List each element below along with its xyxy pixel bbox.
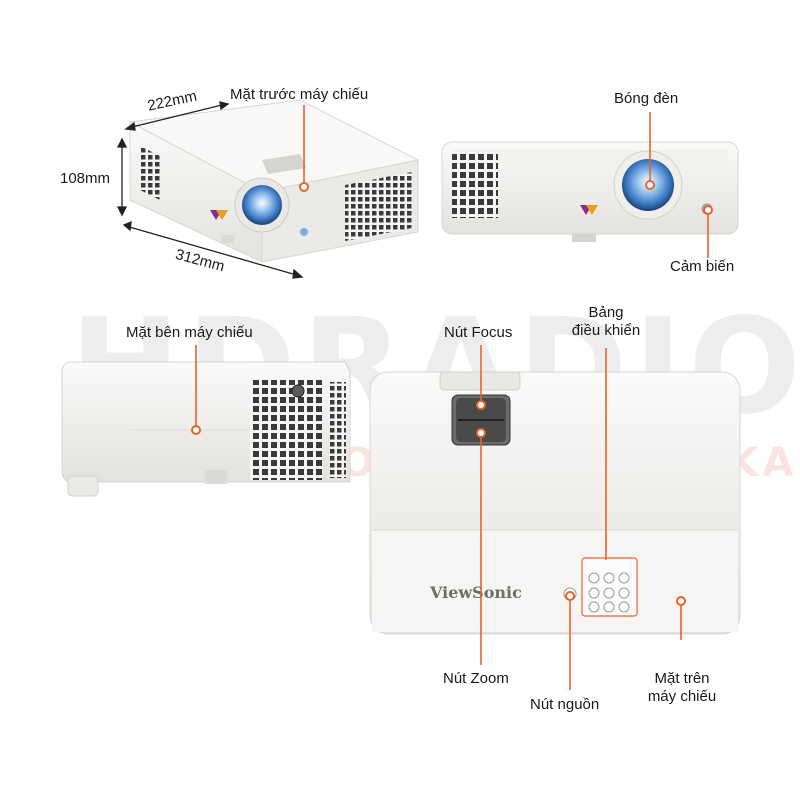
label-lamp: Bóng đèn xyxy=(614,90,679,107)
label-power-button: Nút nguồn xyxy=(530,696,600,713)
label-focus-button: Nút Focus xyxy=(444,324,513,341)
label-control-panel: Bảng điều khiển xyxy=(560,304,652,340)
label-sensor: Cảm biến xyxy=(670,258,735,275)
projector-isometric-view xyxy=(128,99,420,263)
projector-side-view xyxy=(61,361,351,497)
brand-on-device: ViewSonic xyxy=(429,583,522,602)
label-control-panel-line2: điều khiển xyxy=(571,322,641,339)
leader-dots xyxy=(191,180,713,606)
label-front-face: Mặt trước máy chiếu xyxy=(230,86,369,103)
label-top-face: Mặt trên máy chiếu xyxy=(638,670,726,706)
leader-lines xyxy=(195,105,709,690)
projector-top-view: ViewSonic xyxy=(369,371,741,635)
dimension-arrows xyxy=(116,101,304,279)
label-top-face-line2: máy chiếu xyxy=(647,688,717,705)
projector-front-view xyxy=(441,141,739,242)
label-zoom-button: Nút Zoom xyxy=(443,670,509,687)
label-side-face: Mặt bên máy chiếu xyxy=(126,324,253,341)
label-control-panel-line1: Bảng xyxy=(588,304,624,321)
height-dimension: 108mm xyxy=(60,170,111,187)
label-top-face-line1: Mặt trên xyxy=(654,670,710,687)
